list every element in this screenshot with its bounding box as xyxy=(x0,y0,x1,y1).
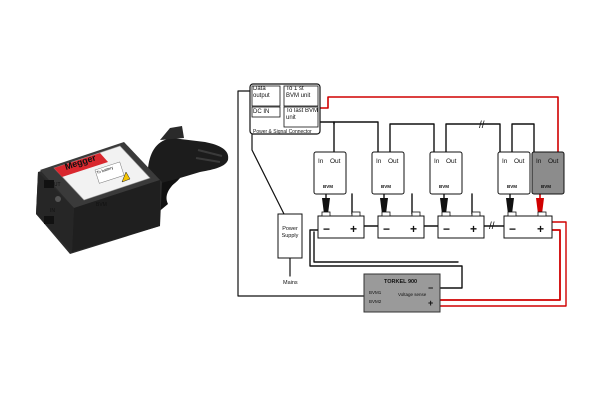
bvm-device-photo: Megger To battery OUT IN BVM xyxy=(36,126,229,254)
clamp-icon xyxy=(536,198,544,214)
cell-1-neg: − xyxy=(323,222,330,236)
battery-cell-2: − + xyxy=(377,211,425,239)
bvm-4-name: BVM xyxy=(507,184,517,189)
bvm-3-in: In xyxy=(434,158,440,165)
in-port xyxy=(44,216,54,224)
bvm-2-in: In xyxy=(376,158,382,165)
clamp-icon xyxy=(440,198,448,214)
model-label: BVM xyxy=(96,202,107,208)
torkel-bvm1: BVM1 xyxy=(369,290,382,295)
bvm-2-name: BVM xyxy=(381,184,391,189)
torkel-900-unit: TORKEL 900 BVM1 BVM2 Voltage sense − + xyxy=(363,273,441,313)
power-supply: Power Supply Mains xyxy=(277,213,303,286)
break-mark-bottom: // xyxy=(489,221,495,232)
bvm-unit-last: In Out BVM xyxy=(531,151,565,195)
bvm-5-in: In xyxy=(536,158,542,165)
cell-2-pos: + xyxy=(410,222,417,236)
cell-4-pos: + xyxy=(537,222,544,236)
bvm-unit-1: In Out BVM xyxy=(313,151,347,195)
bvm-1-out: Out xyxy=(330,158,341,165)
bvm-4-in: In xyxy=(502,158,508,165)
warning-icon xyxy=(121,171,131,183)
torkel-minus: − xyxy=(428,283,433,293)
torkel-bvm2: BVM2 xyxy=(369,299,382,304)
to-last-bvm-label: To last BVM unit xyxy=(286,108,318,121)
clamp-icon xyxy=(506,198,514,214)
bvm-3-name: BVM xyxy=(439,184,449,189)
bvm-4-out: Out xyxy=(514,158,525,165)
connector-caption: Power & Signal Connector xyxy=(253,129,312,135)
bvm-3-out: Out xyxy=(446,158,457,165)
bvm-5-name: BVM xyxy=(541,184,551,189)
to-first-bvm-label: To 1 st BVM unit xyxy=(286,86,311,99)
bvm-1-name: BVM xyxy=(323,184,333,189)
device-spec-label xyxy=(94,161,125,184)
bvm-1-in: In xyxy=(318,158,324,165)
torkel-plus: + xyxy=(428,298,433,308)
data-output-label: Data output xyxy=(253,86,270,99)
megger-logo-band xyxy=(54,153,108,177)
cell-2-neg: − xyxy=(383,222,390,236)
device-label-text: To battery xyxy=(96,165,114,175)
cell-4-neg: − xyxy=(509,222,516,236)
cell-3-pos: + xyxy=(470,222,477,236)
clamps xyxy=(322,198,544,214)
battery-cell-4: − + xyxy=(503,211,553,239)
power-supply-label: Power Supply xyxy=(281,226,299,239)
led-indicator-icon xyxy=(55,196,61,202)
port-out-label: OUT xyxy=(50,182,61,188)
bvm-unit-2: In Out BVM xyxy=(371,151,405,195)
device-body: Megger To battery OUT IN BVM xyxy=(36,142,162,254)
out-port xyxy=(44,180,54,188)
power-signal-connector: Data output DC IN To 1 st BVM unit To la… xyxy=(249,83,321,135)
torkel-voltage-sense: Voltage sense xyxy=(398,292,427,297)
bvm-unit-4: In Out BVM xyxy=(497,151,531,195)
bvm-unit-3: In Out BVM xyxy=(429,151,463,195)
mains-label: Mains xyxy=(283,280,298,286)
cell-1-pos: + xyxy=(350,222,357,236)
bvm-5-out: Out xyxy=(548,158,559,165)
dc-in-label: DC IN xyxy=(253,109,270,115)
battery-cell-3: − + xyxy=(437,211,485,239)
clamp-icon xyxy=(380,198,388,214)
bvm-2-out: Out xyxy=(388,158,399,165)
battery-cell-1: − + xyxy=(317,211,365,239)
cell-3-neg: − xyxy=(443,222,450,236)
break-mark-top: // xyxy=(479,120,485,131)
port-in-label: IN xyxy=(50,208,55,214)
clamp-icon xyxy=(322,198,330,214)
torkel-title: TORKEL 900 xyxy=(384,279,417,285)
